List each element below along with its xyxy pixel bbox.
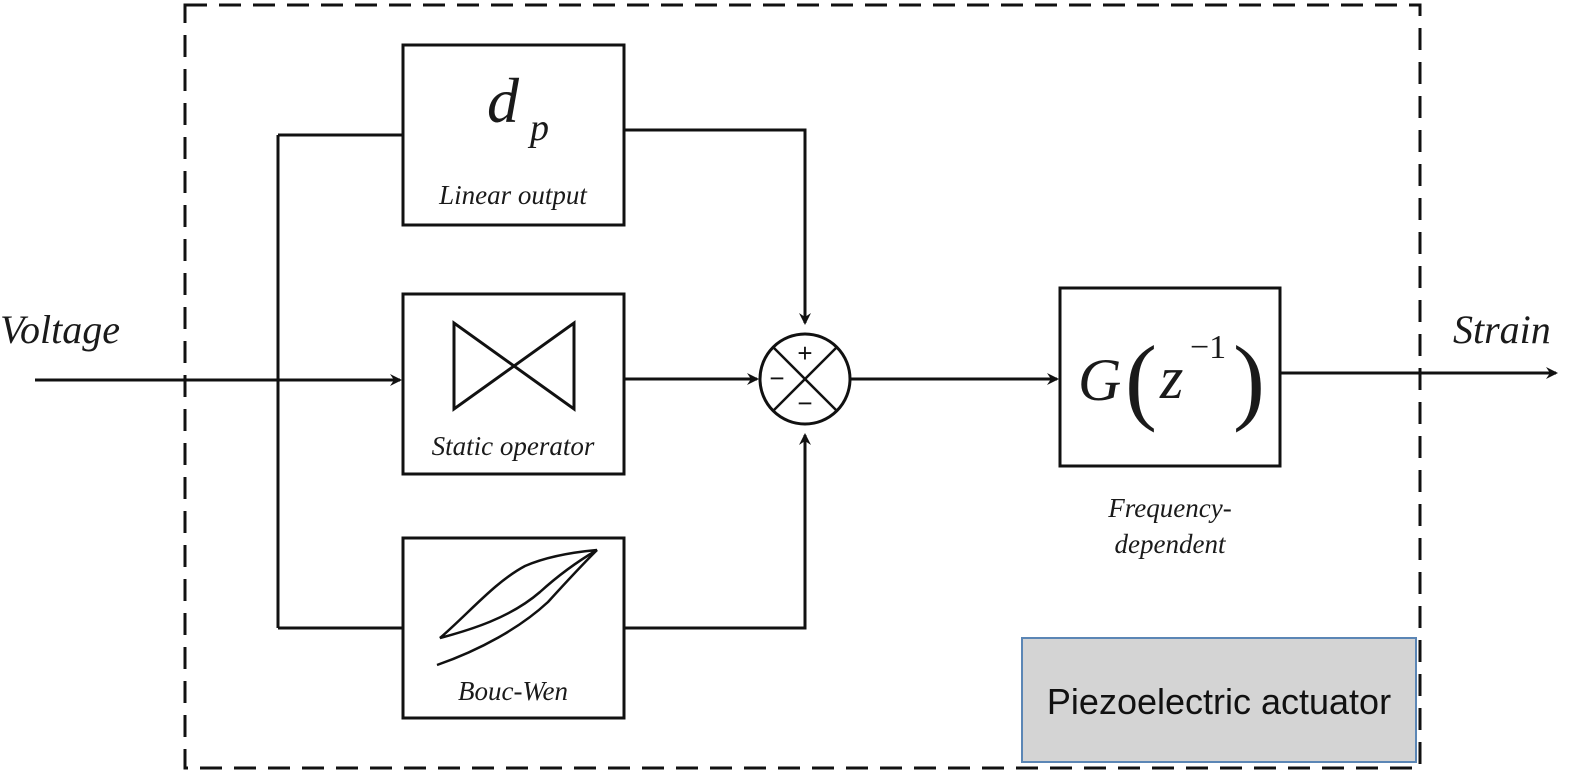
transfer-function-paren-open: ( [1125,326,1157,433]
wire-bouc-wen-to-sum [624,433,811,630]
static-operator-block: Static operator [401,292,626,476]
transfer-function-exponent: −1 [1190,329,1226,366]
sum-sign-top: + [797,338,812,368]
wire-linear-to-sum [624,128,811,325]
transfer-function-paren-close: ) [1233,326,1265,433]
bouc-wen-block: Bouc-Wen [401,536,626,720]
input-label-voltage: Voltage [0,307,120,352]
sum-sign-bottom: − [797,388,812,418]
actuator-label-box: Piezoelectric actuator [1021,637,1417,763]
linear-symbol-d: d [487,65,520,136]
frequency-dependent-block: G ( z −1 ) [1058,286,1282,468]
linear-output-label: Linear output [438,180,588,210]
summing-junction: + − − [758,332,852,426]
bouc-wen-label: Bouc-Wen [458,676,568,706]
output-label-strain: Strain [1453,307,1551,352]
actuator-boundary [183,3,1422,770]
frequency-caption-line2: dependent [1115,529,1227,559]
hysteresis-tail-symbol [436,549,598,667]
sum-sign-left: − [769,363,784,393]
static-operator-label: Static operator [432,431,595,461]
bowtie-symbol [452,320,576,412]
linear-output-block: d p Linear output [401,43,626,227]
actuator-label: Piezoelectric actuator [1047,681,1391,722]
frequency-caption-line1: Frequency- [1107,493,1231,523]
transfer-function-G: G [1078,347,1121,413]
linear-symbol-sub-p: p [527,107,549,149]
transfer-function-z: z [1159,345,1183,411]
